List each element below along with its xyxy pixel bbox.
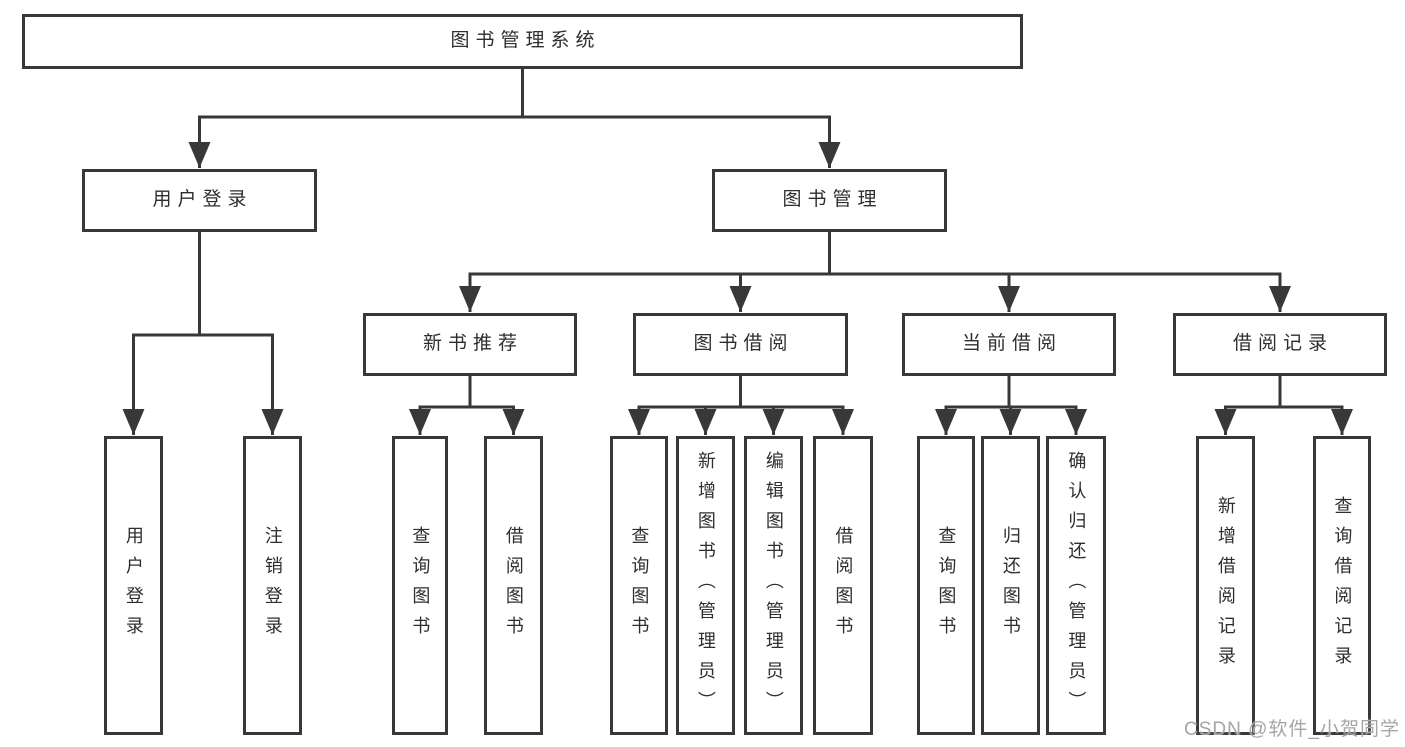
node-borrow-records-label: 借阅记录 — [1232, 333, 1333, 355]
leaf-borrowing-query-books-label: 查询图书 — [629, 525, 650, 646]
connector-user-login-to-leaves — [122, 232, 284, 435]
leaf-borrowing-add-books-admin: 新增图书（管理员） — [676, 436, 735, 735]
node-current-borrowing: 当前借阅 — [902, 313, 1116, 376]
node-system-root-label: 图书管理系统 — [450, 30, 601, 52]
leaf-logout: 注销登录 — [243, 436, 302, 735]
connector-book-borrow-to-leaves — [628, 376, 854, 435]
leaf-borrowing-borrow-books: 借阅图书 — [813, 436, 873, 735]
leaf-current-return-books-label: 归还图书 — [1000, 525, 1021, 646]
node-user-login-label: 用户登录 — [152, 189, 253, 211]
leaf-borrowing-edit-books-admin-label: 编辑图书（管理员） — [763, 450, 784, 721]
node-book-borrowing: 图书借阅 — [633, 313, 848, 376]
node-system-root: 图书管理系统 — [22, 14, 1023, 69]
connector-current-borrow-to-leaves — [935, 376, 1087, 435]
csdn-watermark: CSDN @软件_小贺同学 — [1184, 719, 1400, 740]
connector-book-mgmt-to-level3 — [459, 232, 1291, 312]
leaf-current-query-books: 查询图书 — [917, 436, 975, 735]
node-borrow-records: 借阅记录 — [1173, 313, 1387, 376]
leaf-records-add-record: 新增借阅记录 — [1196, 436, 1255, 735]
leaf-borrowing-edit-books-admin: 编辑图书（管理员） — [744, 436, 803, 735]
leaf-user-login: 用户登录 — [104, 436, 163, 735]
connector-borrow-records-to-leaves — [1214, 376, 1353, 435]
leaf-newbooks-borrow-books-label: 借阅图书 — [503, 525, 524, 646]
leaf-current-confirm-return-admin: 确认归还（管理员） — [1046, 436, 1106, 735]
node-book-management-label: 图书管理 — [782, 189, 883, 211]
leaf-current-confirm-return-admin-label: 确认归还（管理员） — [1066, 450, 1087, 721]
node-book-borrowing-label: 图书借阅 — [693, 333, 794, 355]
leaf-borrowing-borrow-books-label: 借阅图书 — [833, 525, 854, 646]
leaf-records-query-record-label: 查询借阅记录 — [1332, 495, 1353, 676]
leaf-records-query-record: 查询借阅记录 — [1313, 436, 1371, 735]
leaf-logout-label: 注销登录 — [262, 525, 283, 646]
leaf-borrowing-query-books: 查询图书 — [610, 436, 668, 735]
node-current-borrowing-label: 当前借阅 — [961, 333, 1062, 355]
leaf-records-add-record-label: 新增借阅记录 — [1215, 495, 1236, 676]
leaf-current-return-books: 归还图书 — [981, 436, 1040, 735]
node-user-login: 用户登录 — [82, 169, 317, 232]
leaf-newbooks-query-books: 查询图书 — [392, 436, 448, 735]
leaf-newbooks-borrow-books: 借阅图书 — [484, 436, 543, 735]
leaf-user-login-label: 用户登录 — [123, 525, 144, 646]
leaf-borrowing-add-books-admin-label: 新增图书（管理员） — [695, 450, 716, 721]
leaf-newbooks-query-books-label: 查询图书 — [410, 525, 431, 646]
node-book-management: 图书管理 — [712, 169, 947, 232]
connector-new-books-to-leaves — [409, 376, 525, 435]
node-new-book-recommend: 新书推荐 — [363, 313, 577, 376]
leaf-current-query-books-label: 查询图书 — [936, 525, 957, 646]
connector-root-to-level2 — [188, 69, 841, 168]
node-new-book-recommend-label: 新书推荐 — [422, 333, 523, 355]
